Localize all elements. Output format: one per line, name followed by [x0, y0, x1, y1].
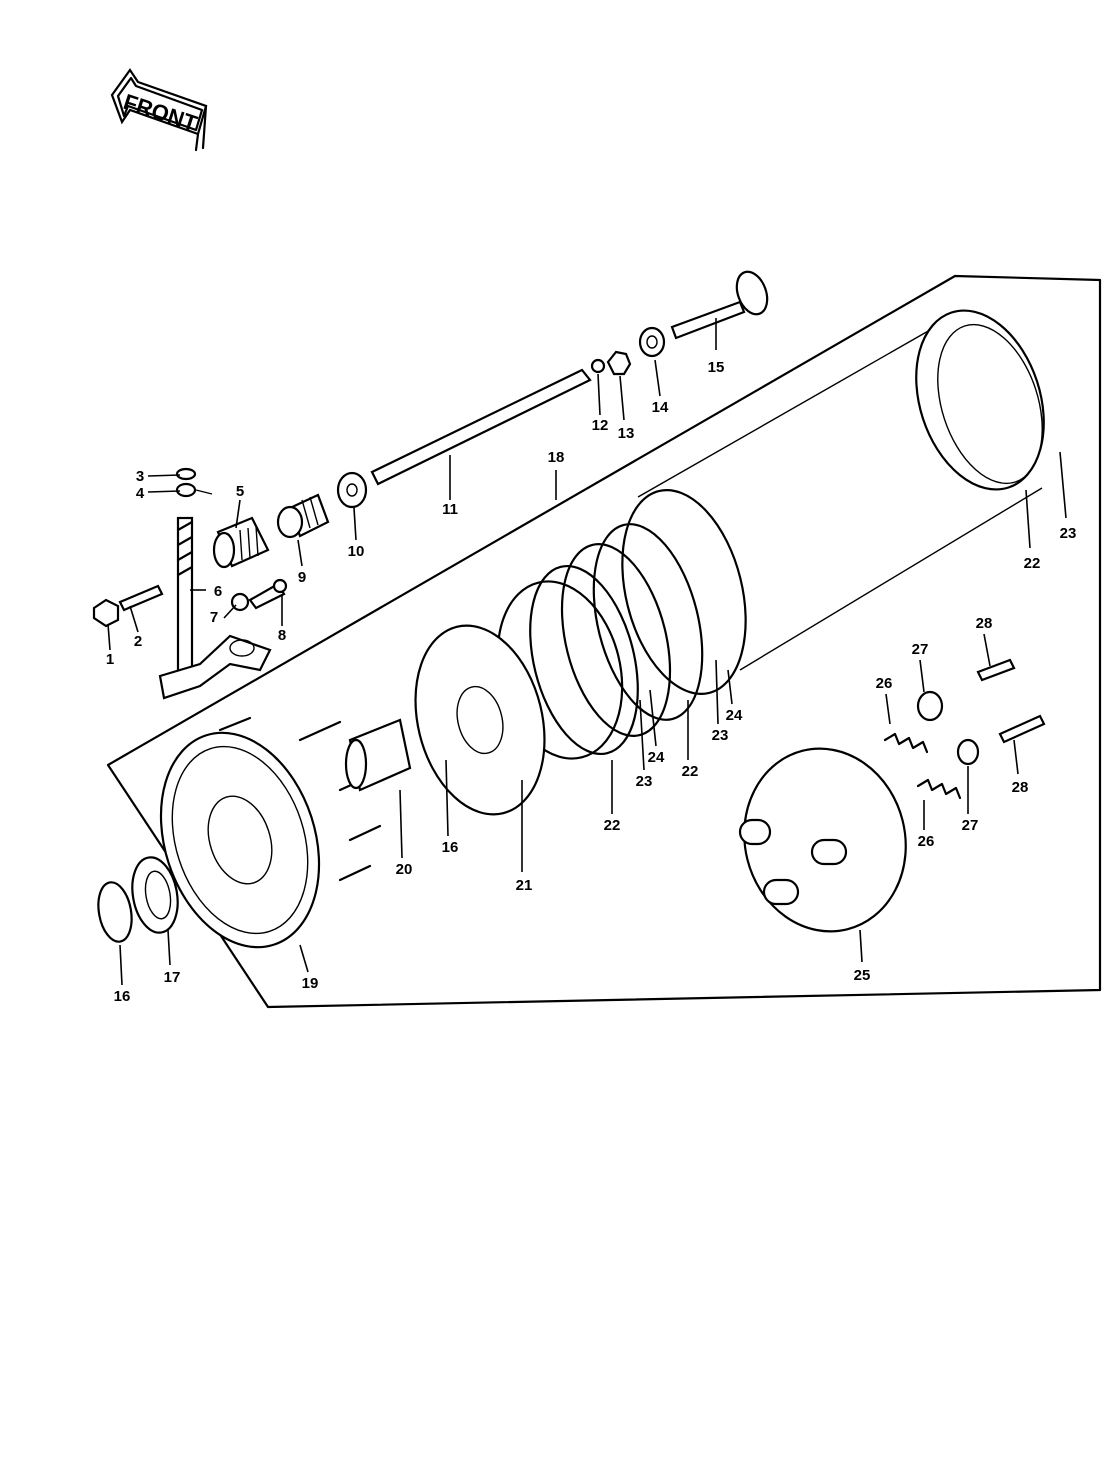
callout-20: 20: [396, 861, 413, 878]
callout-12: 12: [592, 417, 609, 434]
callout-11: 11: [442, 501, 458, 518]
callout-23c: 23: [1060, 525, 1077, 542]
callout-13: 13: [618, 425, 635, 442]
callout-26b: 26: [918, 833, 935, 850]
callout-19: 19: [302, 975, 319, 992]
callout-15: 15: [708, 359, 725, 376]
callout-24a: 24: [648, 749, 665, 766]
callout-26a: 26: [876, 675, 893, 692]
callout-22c: 22: [1024, 555, 1041, 572]
front-arrow-icon: FRONT: [110, 68, 208, 152]
small-hardware-parts: [590, 326, 666, 376]
pin-parts: [230, 578, 288, 612]
pushrod-head-part: [670, 270, 769, 340]
callout-17: 17: [164, 969, 181, 986]
callout-27a: 27: [912, 641, 929, 658]
push-rod-part: [370, 368, 592, 486]
springs-bolts-parts: [883, 658, 1046, 800]
callout-28a: 28: [976, 615, 993, 632]
group-outline: [106, 274, 1102, 1009]
pressure-plate-part: [738, 747, 907, 933]
adjuster-part: [276, 493, 330, 539]
callout-23b: 23: [712, 727, 729, 744]
callout-23a: 23: [636, 773, 653, 790]
callout-9: 9: [298, 569, 306, 586]
callout-8: 8: [278, 627, 286, 644]
callout-7: 7: [210, 609, 218, 626]
callout-25: 25: [854, 967, 871, 984]
callout-21: 21: [516, 877, 533, 894]
callout-2: 2: [134, 633, 142, 650]
callout-24b: 24: [726, 707, 743, 724]
clutch-plates-stack: [529, 309, 1045, 756]
release-shaft-part: [158, 516, 272, 700]
sleeve-part: [212, 516, 270, 569]
washer-small-parts: [175, 467, 213, 498]
callout-3: 3: [136, 468, 144, 485]
callout-6: 6: [214, 583, 222, 600]
callout-16a: 16: [114, 988, 131, 1005]
callout-4: 4: [136, 485, 145, 502]
callout-22a: 22: [604, 817, 621, 834]
bushing-part: [344, 718, 412, 792]
nut-pin-parts: [92, 584, 164, 628]
callout-10: 10: [348, 543, 365, 560]
callout-28b: 28: [1012, 779, 1029, 796]
callout-16b: 16: [442, 839, 459, 856]
callout-labels: 1 2 3 4 5 6 7 8 9 10 11 12 13 14 15 16 1…: [106, 359, 1077, 1005]
callout-5: 5: [236, 483, 244, 500]
callout-18: 18: [548, 449, 565, 466]
callout-leaders: [107, 318, 1067, 986]
callout-14: 14: [652, 399, 669, 416]
callout-27b: 27: [962, 817, 979, 834]
callout-1: 1: [106, 651, 114, 668]
clutch-hub-part: [414, 580, 624, 816]
clutch-assembly-guide-lines: [637, 329, 1043, 671]
seal-part: [336, 471, 368, 509]
primary-gear-part: [131, 856, 179, 934]
clutch-housing-part: [159, 716, 382, 949]
callout-22b: 22: [682, 763, 699, 780]
